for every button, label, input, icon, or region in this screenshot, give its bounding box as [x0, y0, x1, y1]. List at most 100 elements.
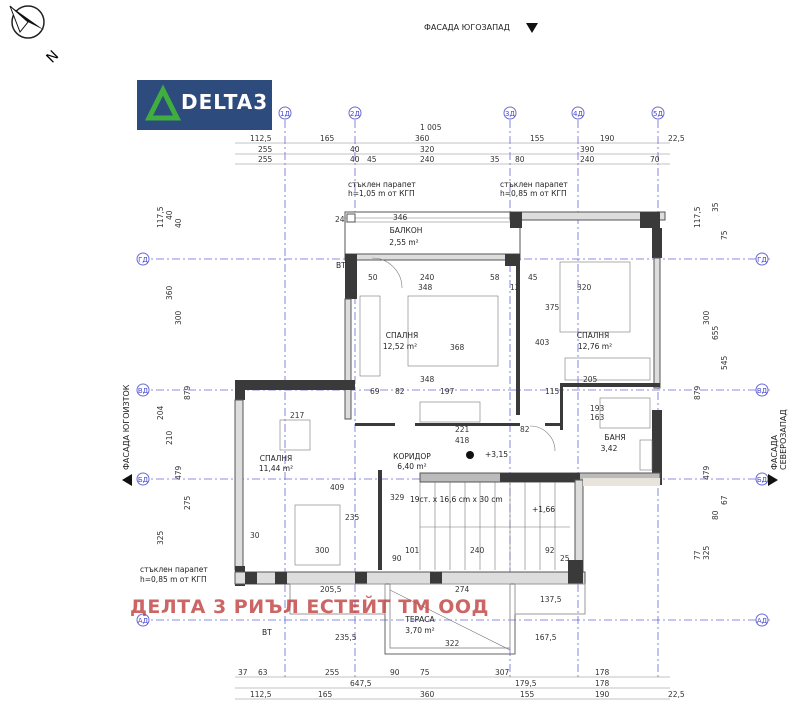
right-dimension-value: 325	[702, 545, 711, 560]
interior-dimension-value: 92	[545, 546, 555, 555]
axis-bubble	[136, 613, 150, 627]
right-dimension-value: 879	[693, 385, 702, 400]
top-dimension-row-1-value: 22,5	[668, 134, 685, 143]
interior-dimension-value: 50	[368, 273, 378, 282]
left-dimension-value: 40	[165, 210, 174, 220]
top-dimension-row-3-value: 35	[490, 155, 500, 164]
top-dimension-row-2-value: 40	[350, 145, 360, 154]
bottom-dimension-row-1-value: 75	[420, 668, 430, 677]
axis-label: ГД	[757, 256, 767, 264]
top-dimension-row-1-value: 155	[530, 134, 545, 143]
axis-label: ГД	[138, 256, 148, 264]
room-area-bedroom-2: 12,76 m²	[578, 342, 612, 351]
bottom-dimension-row-1-value: 255	[325, 668, 340, 677]
room-name-corridor: КОРИДОР	[393, 452, 431, 461]
parapet-note-2-line2: h=0,85 m от КГП	[500, 189, 567, 198]
interior-dimension-value: 137,5	[540, 595, 562, 604]
vt-mark-2: ВТ	[262, 628, 272, 637]
facade-label-left: ФАСАДА ЮГОИЗТОК	[122, 384, 131, 470]
interior-dimension-value: 322	[445, 639, 460, 648]
top-dimension-row-1-value: 190	[600, 134, 615, 143]
left-dimension-value: 275	[183, 495, 192, 510]
interior-dimension-value: 217	[290, 411, 305, 420]
top-dimension-row-1-value: 112,5	[250, 134, 272, 143]
interior-dimension-value: 25	[560, 554, 570, 563]
level-mark-2: +1,66	[532, 505, 555, 514]
facade-label-top: ФАСАДА ЮГОЗАПАД	[424, 23, 510, 32]
top-dimension-row-3-value: 70	[650, 155, 660, 164]
interior-dimension-value: 300	[315, 546, 330, 555]
axis-bubble	[348, 106, 362, 120]
interior-dimension-value: 235,5	[335, 633, 357, 642]
interior-dimension-value: 329	[390, 493, 405, 502]
right-dimension-value: 35	[711, 202, 720, 212]
interior-dimension-value: 163	[590, 413, 605, 422]
right-dimension-value: 545	[720, 355, 729, 370]
company-logo: DELTA3	[137, 80, 272, 130]
interior-dimension-value: 82	[520, 425, 530, 434]
room-area-bedroom-1: 12,52 m²	[383, 342, 417, 351]
axis-bubble	[136, 472, 150, 486]
axis-bubble	[755, 613, 769, 627]
axis-bubble	[651, 106, 665, 120]
left-dimension-value: 210	[165, 430, 174, 445]
axis-bubble	[278, 106, 292, 120]
interior-dimension-value: 58	[490, 273, 500, 282]
interior-dimension-value: 167,5	[535, 633, 557, 642]
top-dimension-row-3-value: 240	[580, 155, 595, 164]
axis-label: БД	[757, 476, 768, 484]
interior-dimension-value: 115	[545, 387, 560, 396]
top-dimension-row-1-value: 360	[415, 134, 430, 143]
room-area-bathroom: 3,42	[601, 444, 618, 453]
left-dimension-value: 479	[174, 465, 183, 480]
top-dimension-row-3-value: 255	[258, 155, 273, 164]
axis-bubble	[136, 252, 150, 266]
logo-text: DELTA3	[181, 90, 269, 114]
room-area-bedroom-3: 11,44 m²	[259, 464, 293, 473]
interior-dimension-value: 82	[395, 387, 405, 396]
room-name-balcony: БАЛКОН	[390, 226, 423, 235]
north-compass-icon: N	[9, 5, 62, 66]
interior-dimension-value: 403	[535, 338, 550, 347]
interior-dimension-value: 240	[420, 273, 435, 282]
right-dimension-value: 479	[702, 465, 711, 480]
top-dimension-row-2-value: 320	[420, 145, 435, 154]
facade-arrow-left-icon	[122, 474, 132, 486]
bottom-dimension-row-3-value: 360	[420, 690, 435, 699]
top-dimension-row-3-value: 240	[420, 155, 435, 164]
facade-arrow-right-icon	[768, 474, 778, 486]
axis-label: 3Д	[505, 110, 515, 118]
facade-arrow-top-icon	[526, 23, 538, 33]
room-name-bathroom: БАНЯ	[604, 433, 625, 442]
interior-dimension-value: 348	[418, 283, 433, 292]
interior-dimension-value: 221	[455, 425, 470, 434]
room-labels: БАЛКОН 2,55 m² СПАЛНЯ 12,52 m² СПАЛНЯ 12…	[259, 226, 626, 635]
interior-dimension-value: 30	[250, 531, 260, 540]
left-dimension-value: 300	[174, 310, 183, 325]
axis-bubble	[503, 106, 517, 120]
parapet-note-2-line1: стъклен парапет	[500, 180, 568, 189]
logo-triangle-icon	[144, 84, 182, 121]
bottom-dimension-row-3-value: 112,5	[250, 690, 272, 699]
axis-bubble	[571, 106, 585, 120]
interior-dimension-value: 45	[528, 273, 538, 282]
room-name-bedroom-2: СПАЛНЯ	[577, 331, 610, 340]
top-dimension-row-3-value: 40	[350, 155, 360, 164]
room-name-bedroom-1: СПАЛНЯ	[386, 331, 419, 340]
top-dimension-row-1-value: 165	[320, 134, 335, 143]
top-dimension-row-2-value: 390	[580, 145, 595, 154]
bottom-dimension-row-3-value: 190	[595, 690, 610, 699]
bottom-dimension-row-1-value: 63	[258, 668, 268, 677]
interior-dimension-value: 240	[470, 546, 485, 555]
room-area-balcony: 2,55 m²	[389, 238, 418, 247]
right-dimension-value: 655	[711, 325, 720, 340]
top-dimension-row-3-value: 45	[367, 155, 377, 164]
left-dimension-value: 117,5	[156, 206, 165, 228]
interior-dimension-value: 235	[345, 513, 360, 522]
room-area-corridor: 6,40 m²	[397, 462, 426, 471]
left-dimension-value: 40	[174, 218, 183, 228]
axis-label: АД	[138, 617, 149, 625]
room-name-bedroom-3: СПАЛНЯ	[260, 454, 293, 463]
